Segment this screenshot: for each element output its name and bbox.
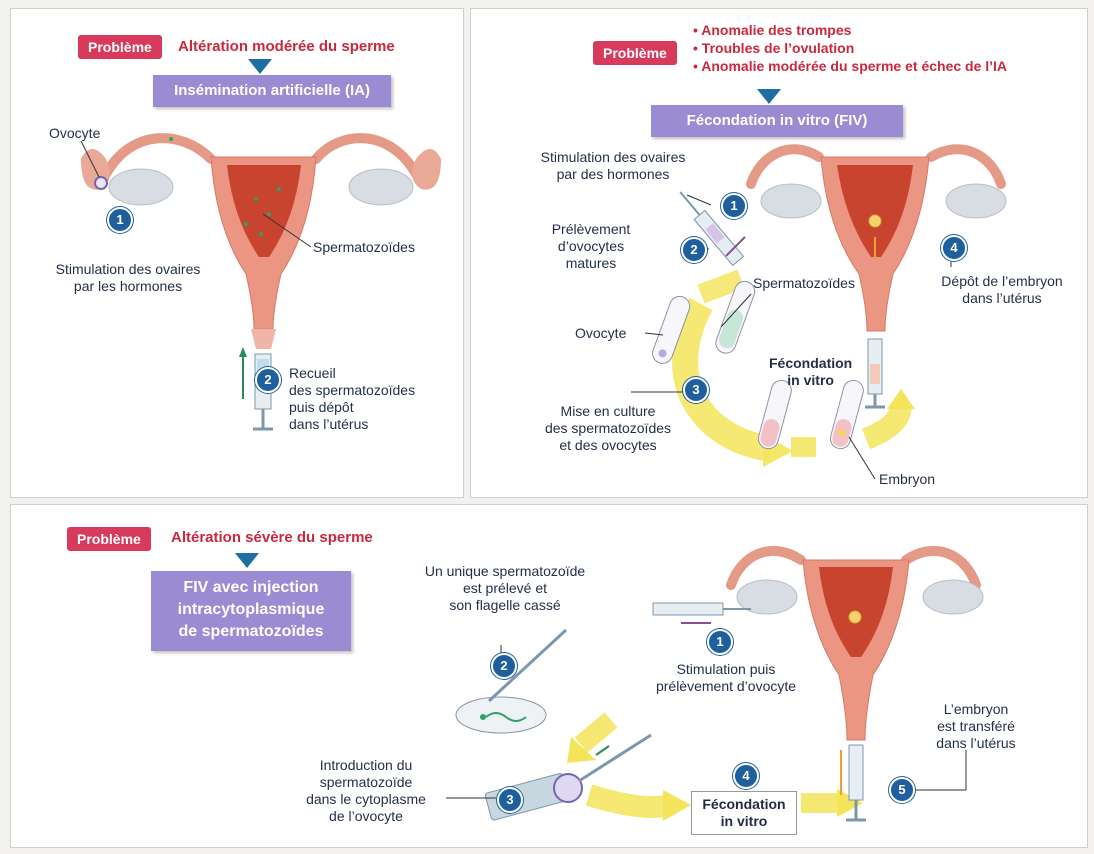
step-2-line: dans l’utérus [289,416,415,433]
step-2-line: Un unique spermatozoïde [407,563,603,580]
method-box: FIV avec injection intracytoplasmique de… [151,571,351,651]
step-3-line: et des ovocytes [513,437,703,454]
step-1-number: 1 [721,193,747,219]
problem-item: • Anomalie modérée du sperme et échec de… [693,57,1007,75]
step-5-text: L’embryon est transféré dans l’utérus [911,701,1041,752]
fecondation-line: Fécondation [769,355,852,372]
step-2-line: matures [531,255,651,272]
step-2-line: est prélevé et [407,580,603,597]
step-2-line: puis dépôt [289,399,415,416]
problem-badge: Problème [593,41,677,65]
step-2-line: des spermatozoïdes [289,382,415,399]
spermatozoides-label: Spermatozoïdes [753,275,855,292]
step-1-line: prélèvement d’ovocyte [651,678,801,695]
problem-badge: Problème [78,35,162,59]
fecondation-label: Fécondation in vitro [769,355,852,389]
step-4-line: dans l’utérus [927,290,1077,307]
step-1-line: Stimulation puis [651,661,801,678]
step-5-line: L’embryon [911,701,1041,718]
ovocyte-label: Ovocyte [49,125,100,142]
step-1-text: Stimulation puis prélèvement d’ovocyte [651,661,801,695]
step-5-number: 5 [889,777,915,803]
method-label: Fécondation in vitro (FIV) [687,112,868,129]
panel-insemination-artificielle: Problème Altération modérée du sperme In… [10,8,464,498]
method-label: Insémination artificielle (IA) [174,82,370,99]
step-1-text: Stimulation des ovaires par des hormones [523,149,703,183]
step-5-line: est transféré [911,718,1041,735]
problem-list: • Anomalie des trompes • Troubles de l’o… [693,21,1007,75]
step-1-line: par des hormones [523,166,703,183]
step-4-text: Dépôt de l’embryon dans l’utérus [927,273,1077,307]
step-3-line: Introduction du [291,757,441,774]
problem-item: • Anomalie des trompes [693,21,1007,39]
step-2-line: Prélèvement [531,221,651,238]
step-4-number: 4 [733,763,759,789]
fecondation-line: in vitro [700,813,788,830]
panel-fiv: Problème • Anomalie des trompes • Troubl… [470,8,1088,498]
step-1-line: Stimulation des ovaires [523,149,703,166]
down-arrow-icon [757,89,781,104]
fecondation-line: Fécondation [700,796,788,813]
step-1-number: 1 [707,629,733,655]
step-2-number: 2 [491,653,517,679]
step-3-line: spermatozoïde [291,774,441,791]
method-line: de spermatozoïdes [151,621,351,643]
step-3-text: Introduction du spermatozoïde dans le cy… [291,757,441,825]
method-box: Insémination artificielle (IA) [153,75,391,107]
step-4-line: Dépôt de l’embryon [927,273,1077,290]
step-3-number: 3 [683,377,709,403]
step-3-line: Mise en culture [513,403,703,420]
step-1-line: par les hormones [33,278,223,295]
step-2-line: d’ovocytes [531,238,651,255]
problem-item: • Troubles de l’ovulation [693,39,1007,57]
step-4-number: 4 [941,235,967,261]
step-2-line: son flagelle cassé [407,597,603,614]
step-5-line: dans l’utérus [911,735,1041,752]
embryon-label: Embryon [879,471,935,488]
step-1-line: Stimulation des ovaires [33,261,223,278]
step-3-line: dans le cytoplasme [291,791,441,808]
step-2-line: Recueil [289,365,415,382]
method-line: FIV avec injection [151,577,351,599]
step-3-line: des spermatozoïdes [513,420,703,437]
problem-text: Altération sévère du sperme [171,529,373,546]
method-line: intracytoplasmique [151,599,351,621]
fecondation-line: in vitro [769,372,852,389]
fecondation-box: Fécondation in vitro [691,791,797,835]
panel-icsi: Problème Altération sévère du sperme FIV… [10,504,1088,848]
step-2-number: 2 [255,367,281,393]
step-1-number: 1 [107,207,133,233]
method-box: Fécondation in vitro (FIV) [651,105,903,137]
step-2-number: 2 [681,237,707,263]
icsi-illustration [11,505,1087,847]
step-2-text: Un unique spermatozoïde est prélevé et s… [407,563,603,614]
problem-badge: Problème [67,527,151,551]
down-arrow-icon [235,553,259,568]
step-3-text: Mise en culture des spermatozoïdes et de… [513,403,703,454]
down-arrow-icon [248,59,272,74]
step-2-text: Prélèvement d’ovocytes matures [531,221,651,272]
step-2-text: Recueil des spermatozoïdes puis dépôt da… [289,365,415,433]
step-1-text: Stimulation des ovaires par les hormones [33,261,223,295]
step-3-number: 3 [497,787,523,813]
spermatozoides-label: Spermatozoïdes [313,239,415,256]
problem-text: Altération modérée du sperme [178,38,395,55]
ovocyte-label: Ovocyte [575,325,626,342]
step-3-line: de l’ovocyte [291,808,441,825]
